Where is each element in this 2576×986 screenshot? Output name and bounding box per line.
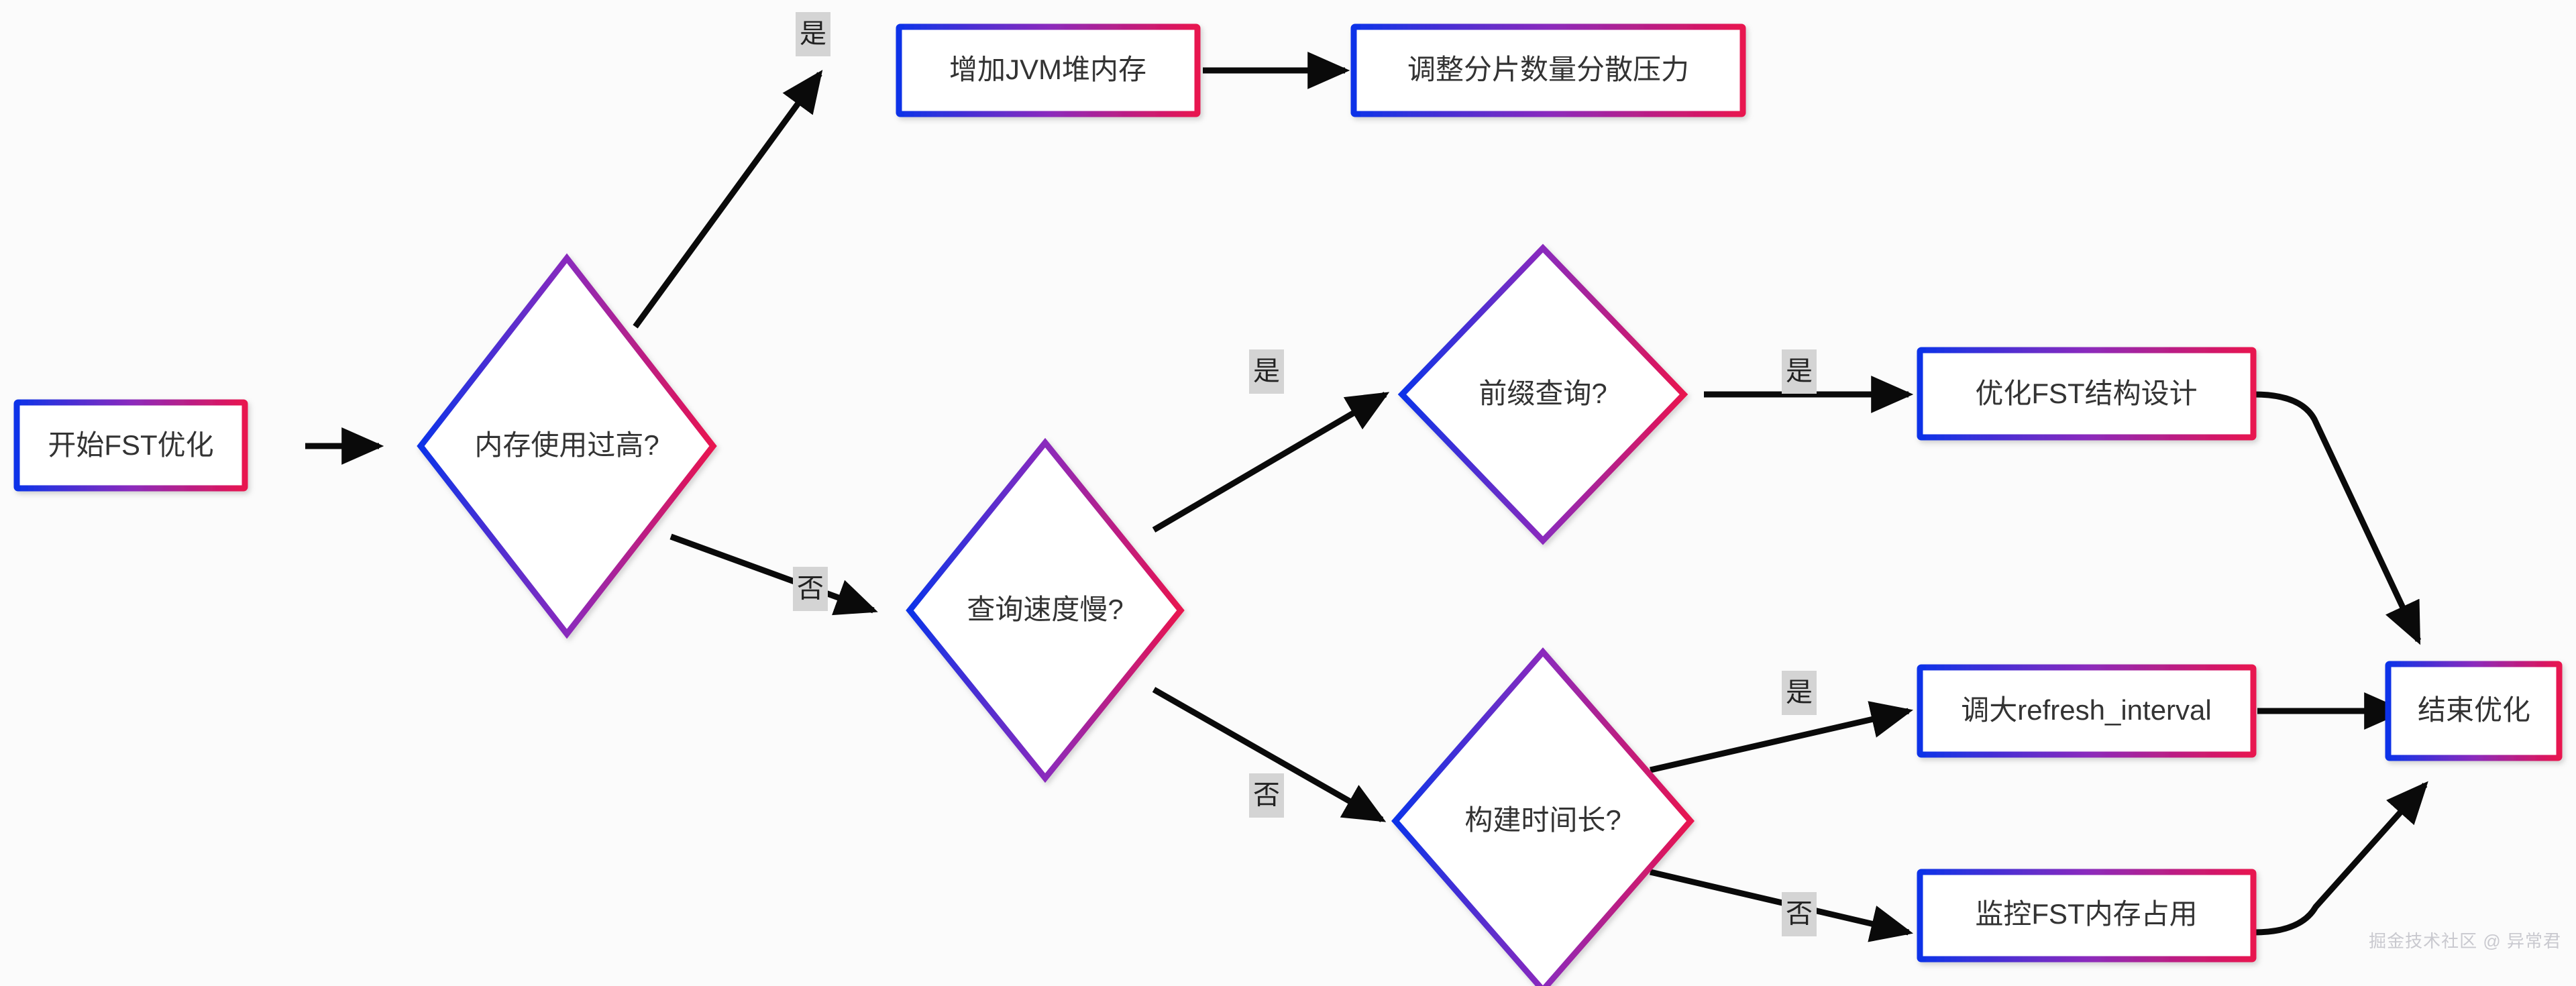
node-start-label: 开始FST优化 <box>48 429 213 461</box>
edge-label-prefix-fstopt-bg <box>1782 349 1817 394</box>
node-mem[interactable]: 内存使用过高? <box>417 253 717 639</box>
node-end[interactable]: 结束优化 <box>2385 661 2563 761</box>
node-build-label: 构建时间长? <box>1464 804 1621 836</box>
edge-label-mem-heap-bg <box>796 12 830 56</box>
node-prefix[interactable]: 前缀查询? <box>1397 243 1688 545</box>
edge-monitor-end <box>2253 781 2428 936</box>
node-heap[interactable]: 增加JVM堆内存 <box>896 23 1201 117</box>
edge-label-mem-heap-text: 是 <box>800 19 826 49</box>
edges-layer <box>305 52 2428 942</box>
edge-label-query-build: 否 <box>1249 773 1284 818</box>
node-fstopt-shape[interactable] <box>1917 347 2257 441</box>
edge-label-query-prefix: 是 <box>1249 349 1284 394</box>
node-refresh-shape[interactable] <box>1917 664 2257 758</box>
node-fstopt-label: 优化FST结构设计 <box>1975 378 2197 409</box>
node-query[interactable]: 查询速度慢? <box>906 437 1185 783</box>
node-shard-label: 调整分片数量分散压力 <box>1407 54 1689 85</box>
node-mem-shape[interactable] <box>417 253 717 639</box>
node-end-label: 结束优化 <box>2418 694 2530 726</box>
edge-query-prefix <box>1152 392 1390 533</box>
edge-label-prefix-fstopt-text: 是 <box>1786 357 1813 386</box>
edge-labels-layer: 是 否 是 是 否 是 <box>793 12 1817 936</box>
edge-fstopt-end <box>2253 391 2422 645</box>
edge-label-build-monitor-text: 否 <box>1786 899 1813 929</box>
edge-build-monitor <box>1649 869 1914 942</box>
edge-label-mem-heap: 是 <box>796 12 830 56</box>
edge-label-prefix-fstopt: 是 <box>1782 349 1817 394</box>
edge-query-build <box>1152 687 1387 822</box>
edge-label-query-prefix-text: 是 <box>1253 357 1280 386</box>
node-heap-shape[interactable] <box>896 23 1201 117</box>
edge-label-build-refresh-text: 是 <box>1786 678 1813 708</box>
edge-label-build-refresh-bg <box>1782 671 1817 715</box>
edge-label-query-prefix-bg <box>1249 349 1284 394</box>
node-refresh[interactable]: 调大refresh_interval <box>1917 664 2257 758</box>
node-mem-label: 内存使用过高? <box>474 429 659 461</box>
edge-label-query-build-bg <box>1249 773 1284 818</box>
edge-label-mem-query-bg <box>793 567 828 611</box>
edge-mem-heap <box>633 70 823 329</box>
node-prefix-shape[interactable] <box>1397 243 1688 545</box>
edge-mem-query <box>669 533 878 616</box>
node-build[interactable]: 构建时间长? <box>1391 647 1695 986</box>
node-query-shape[interactable] <box>906 437 1185 783</box>
node-fstopt[interactable]: 优化FST结构设计 <box>1917 347 2257 441</box>
node-monitor-label: 监控FST内存占用 <box>1975 898 2197 930</box>
nodes-layer: 开始FST优化 内存使用过高? 增加JVM堆内存 调整分片数量分散压力 查询速度… <box>13 23 2563 986</box>
node-build-shape[interactable] <box>1391 647 1695 986</box>
node-query-label: 查询速度慢? <box>967 594 1123 625</box>
edge-label-build-refresh: 是 <box>1782 671 1817 715</box>
edge-label-mem-query: 否 <box>793 567 828 611</box>
node-shard-shape[interactable] <box>1350 23 1746 117</box>
edge-label-build-monitor-bg <box>1782 892 1817 936</box>
node-start[interactable]: 开始FST优化 <box>13 399 248 492</box>
edge-label-query-build-text: 否 <box>1253 781 1280 810</box>
edge-build-refresh <box>1649 701 1914 773</box>
edge-label-build-monitor: 否 <box>1782 892 1817 936</box>
watermark-label: 掘金技术社区 @ 异常君 <box>2369 931 2561 951</box>
node-refresh-label: 调大refresh_interval <box>1961 694 2211 726</box>
node-monitor-shape[interactable] <box>1917 869 2257 963</box>
node-shard[interactable]: 调整分片数量分散压力 <box>1350 23 1746 117</box>
node-heap-label: 增加JVM堆内存 <box>949 54 1146 85</box>
node-start-shape[interactable] <box>13 399 248 492</box>
node-prefix-label: 前缀查询? <box>1479 378 1607 409</box>
node-monitor[interactable]: 监控FST内存占用 <box>1917 869 2257 963</box>
node-end-shape[interactable] <box>2385 661 2563 761</box>
edge-label-mem-query-text: 否 <box>797 574 824 604</box>
